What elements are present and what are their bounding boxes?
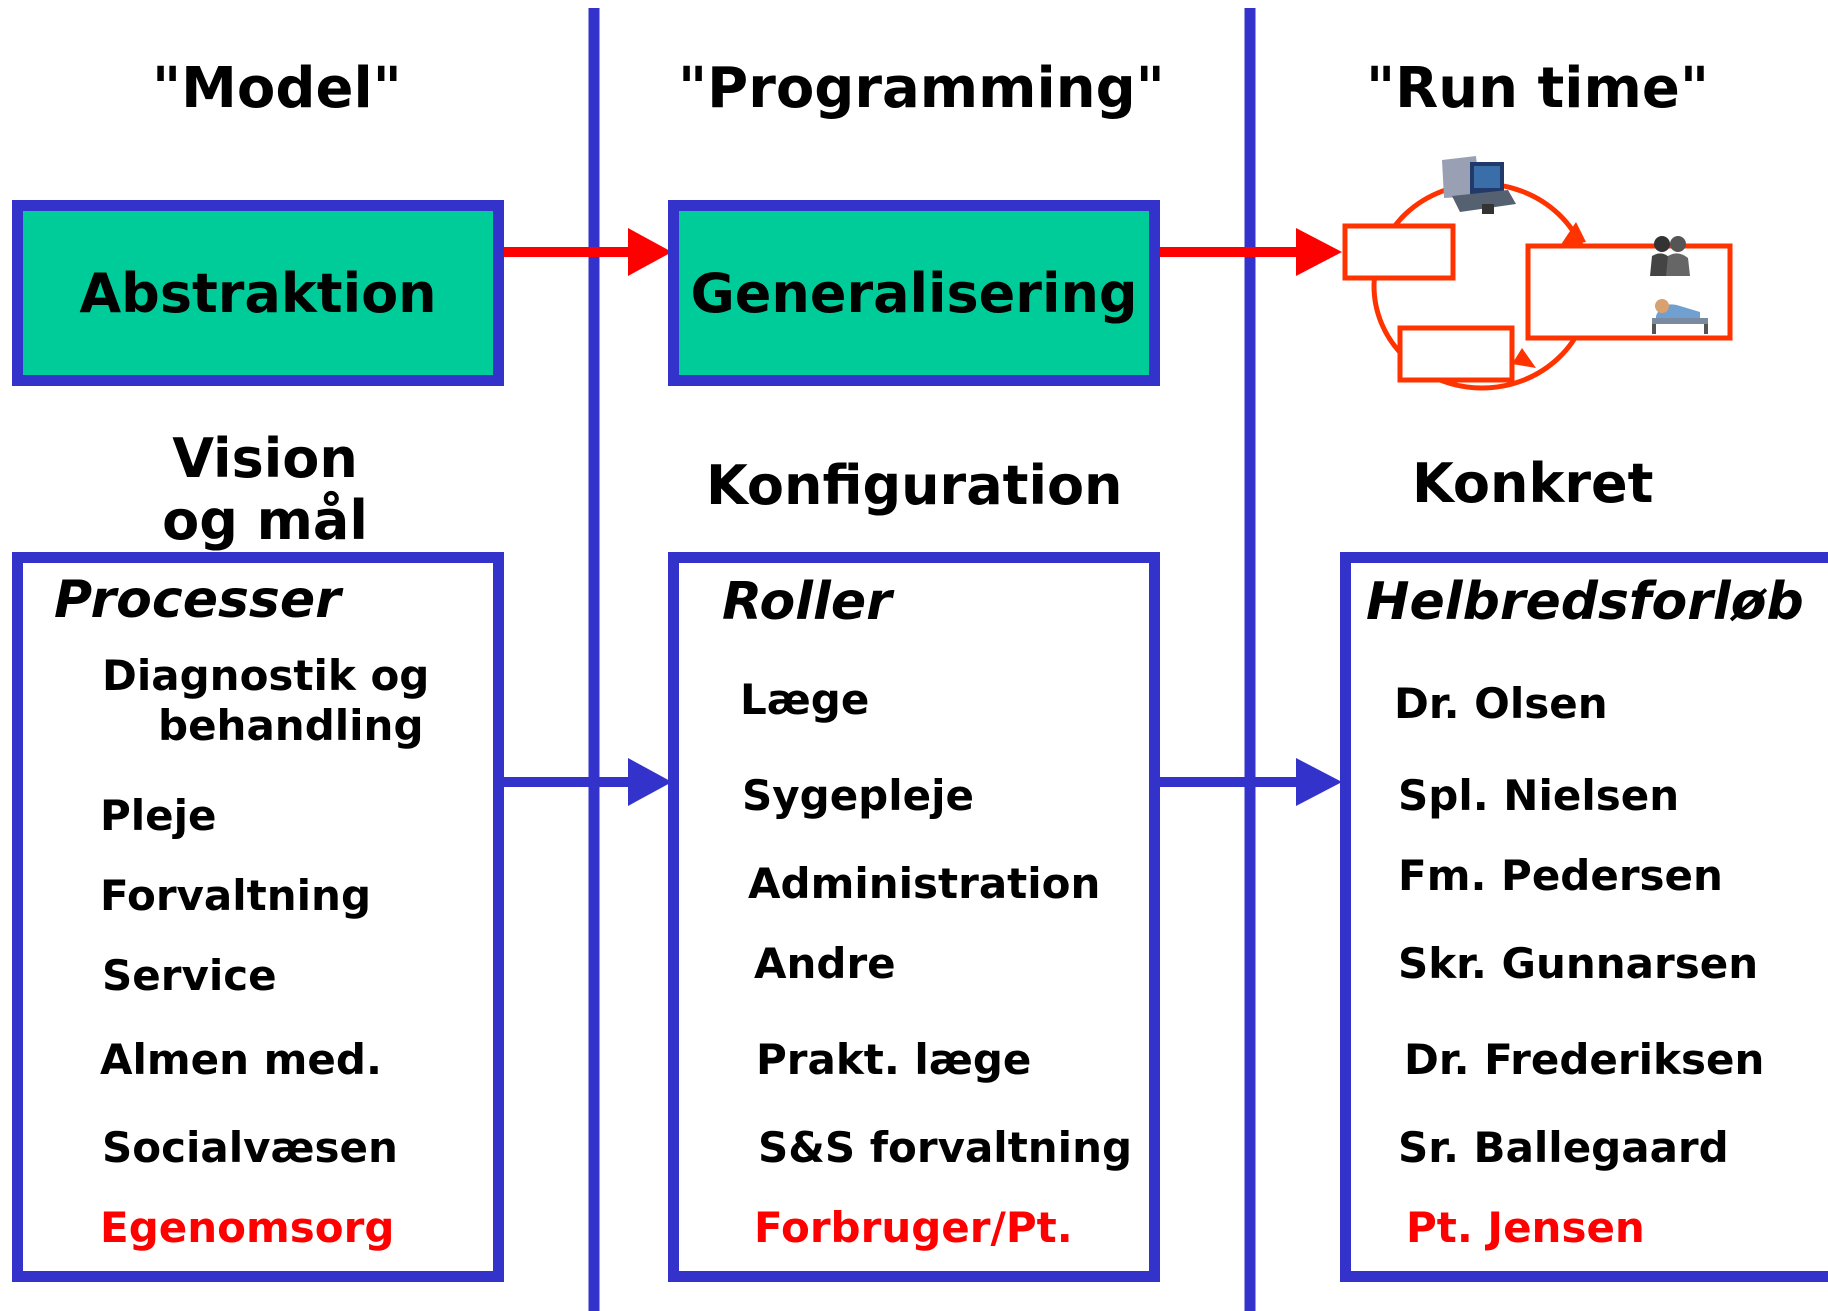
role-item-prakt-laege: Prakt. læge	[756, 1035, 1032, 1084]
cycle-box-left	[1342, 223, 1456, 281]
subtitle-vision-line1: Vision	[172, 427, 358, 490]
process-item-diagnostik: Diagnostik og	[102, 651, 430, 700]
generalisering-box: Generalisering	[668, 200, 1160, 386]
person-item-dr-frederiksen: Dr. Frederiksen	[1404, 1035, 1765, 1084]
role-item-andre: Andre	[754, 939, 896, 988]
subtitle-vision-line2: og mål	[162, 489, 368, 552]
people-icon	[1650, 236, 1690, 276]
abstraktion-label: Abstraktion	[79, 261, 437, 325]
arrow-abstraktion-to-generalisering	[492, 228, 672, 276]
process-item-socialvaesen: Socialvæsen	[102, 1123, 398, 1172]
processer-title: Processer	[54, 570, 341, 630]
arrow-generalisering-to-runtime	[1156, 228, 1342, 276]
person-item-sr-ballegaard: Sr. Ballegaard	[1398, 1123, 1729, 1172]
role-item-ss-forvaltning: S&S forvaltning	[758, 1123, 1133, 1172]
role-item-forbruger: Forbruger/Pt.	[754, 1203, 1073, 1252]
patient-bed-icon	[1652, 299, 1708, 334]
subtitle-konfiguration: Konfiguration	[706, 454, 1123, 517]
person-item-fm-pedersen: Fm. Pedersen	[1398, 851, 1723, 900]
runtime-cycle-graphic	[1342, 156, 1733, 391]
computer-icon	[1442, 156, 1516, 214]
subtitle-konkret: Konkret	[1412, 452, 1654, 515]
person-item-spl-nielsen: Spl. Nielsen	[1398, 771, 1680, 820]
generalisering-label: Generalisering	[690, 261, 1138, 325]
roller-title: Roller	[722, 572, 892, 632]
cycle-box-bottom	[1397, 325, 1515, 383]
person-item-pt-jensen: Pt. Jensen	[1406, 1203, 1645, 1252]
process-item-egenomsorg: Egenomsorg	[100, 1203, 395, 1252]
cycle-arrowhead-bottom	[1512, 348, 1536, 368]
arrow-processer-to-roller	[500, 758, 672, 806]
process-item-service: Service	[102, 951, 277, 1000]
person-item-dr-olsen: Dr. Olsen	[1394, 679, 1608, 728]
person-item-skr-gunnarsen: Skr. Gunnarsen	[1398, 939, 1759, 988]
roller-box	[668, 552, 1160, 1282]
process-item-pleje: Pleje	[100, 791, 217, 840]
role-item-sygepleje: Sygepleje	[742, 771, 975, 820]
cycle-arrowhead-right	[1560, 222, 1586, 246]
role-item-laege: Læge	[740, 675, 870, 724]
subtitle-vision: Vision og mål	[140, 428, 390, 552]
helbredsforloeb-box	[1340, 552, 1828, 1282]
arrow-roller-to-helbredsforloeb	[1156, 758, 1342, 806]
header-programming: "Programming"	[678, 56, 1165, 121]
process-item-almen-med: Almen med.	[100, 1035, 382, 1084]
helbredsforloeb-title: Helbredsforløb	[1366, 572, 1804, 632]
role-item-administration: Administration	[748, 859, 1101, 908]
process-item-behandling: behandling	[158, 701, 424, 750]
header-model: "Model"	[152, 56, 402, 121]
cycle-box-right	[1525, 243, 1733, 341]
header-runtime: "Run time"	[1366, 56, 1709, 121]
process-item-forvaltning: Forvaltning	[100, 871, 372, 920]
processer-box	[12, 552, 504, 1282]
abstraktion-box: Abstraktion	[12, 200, 504, 386]
